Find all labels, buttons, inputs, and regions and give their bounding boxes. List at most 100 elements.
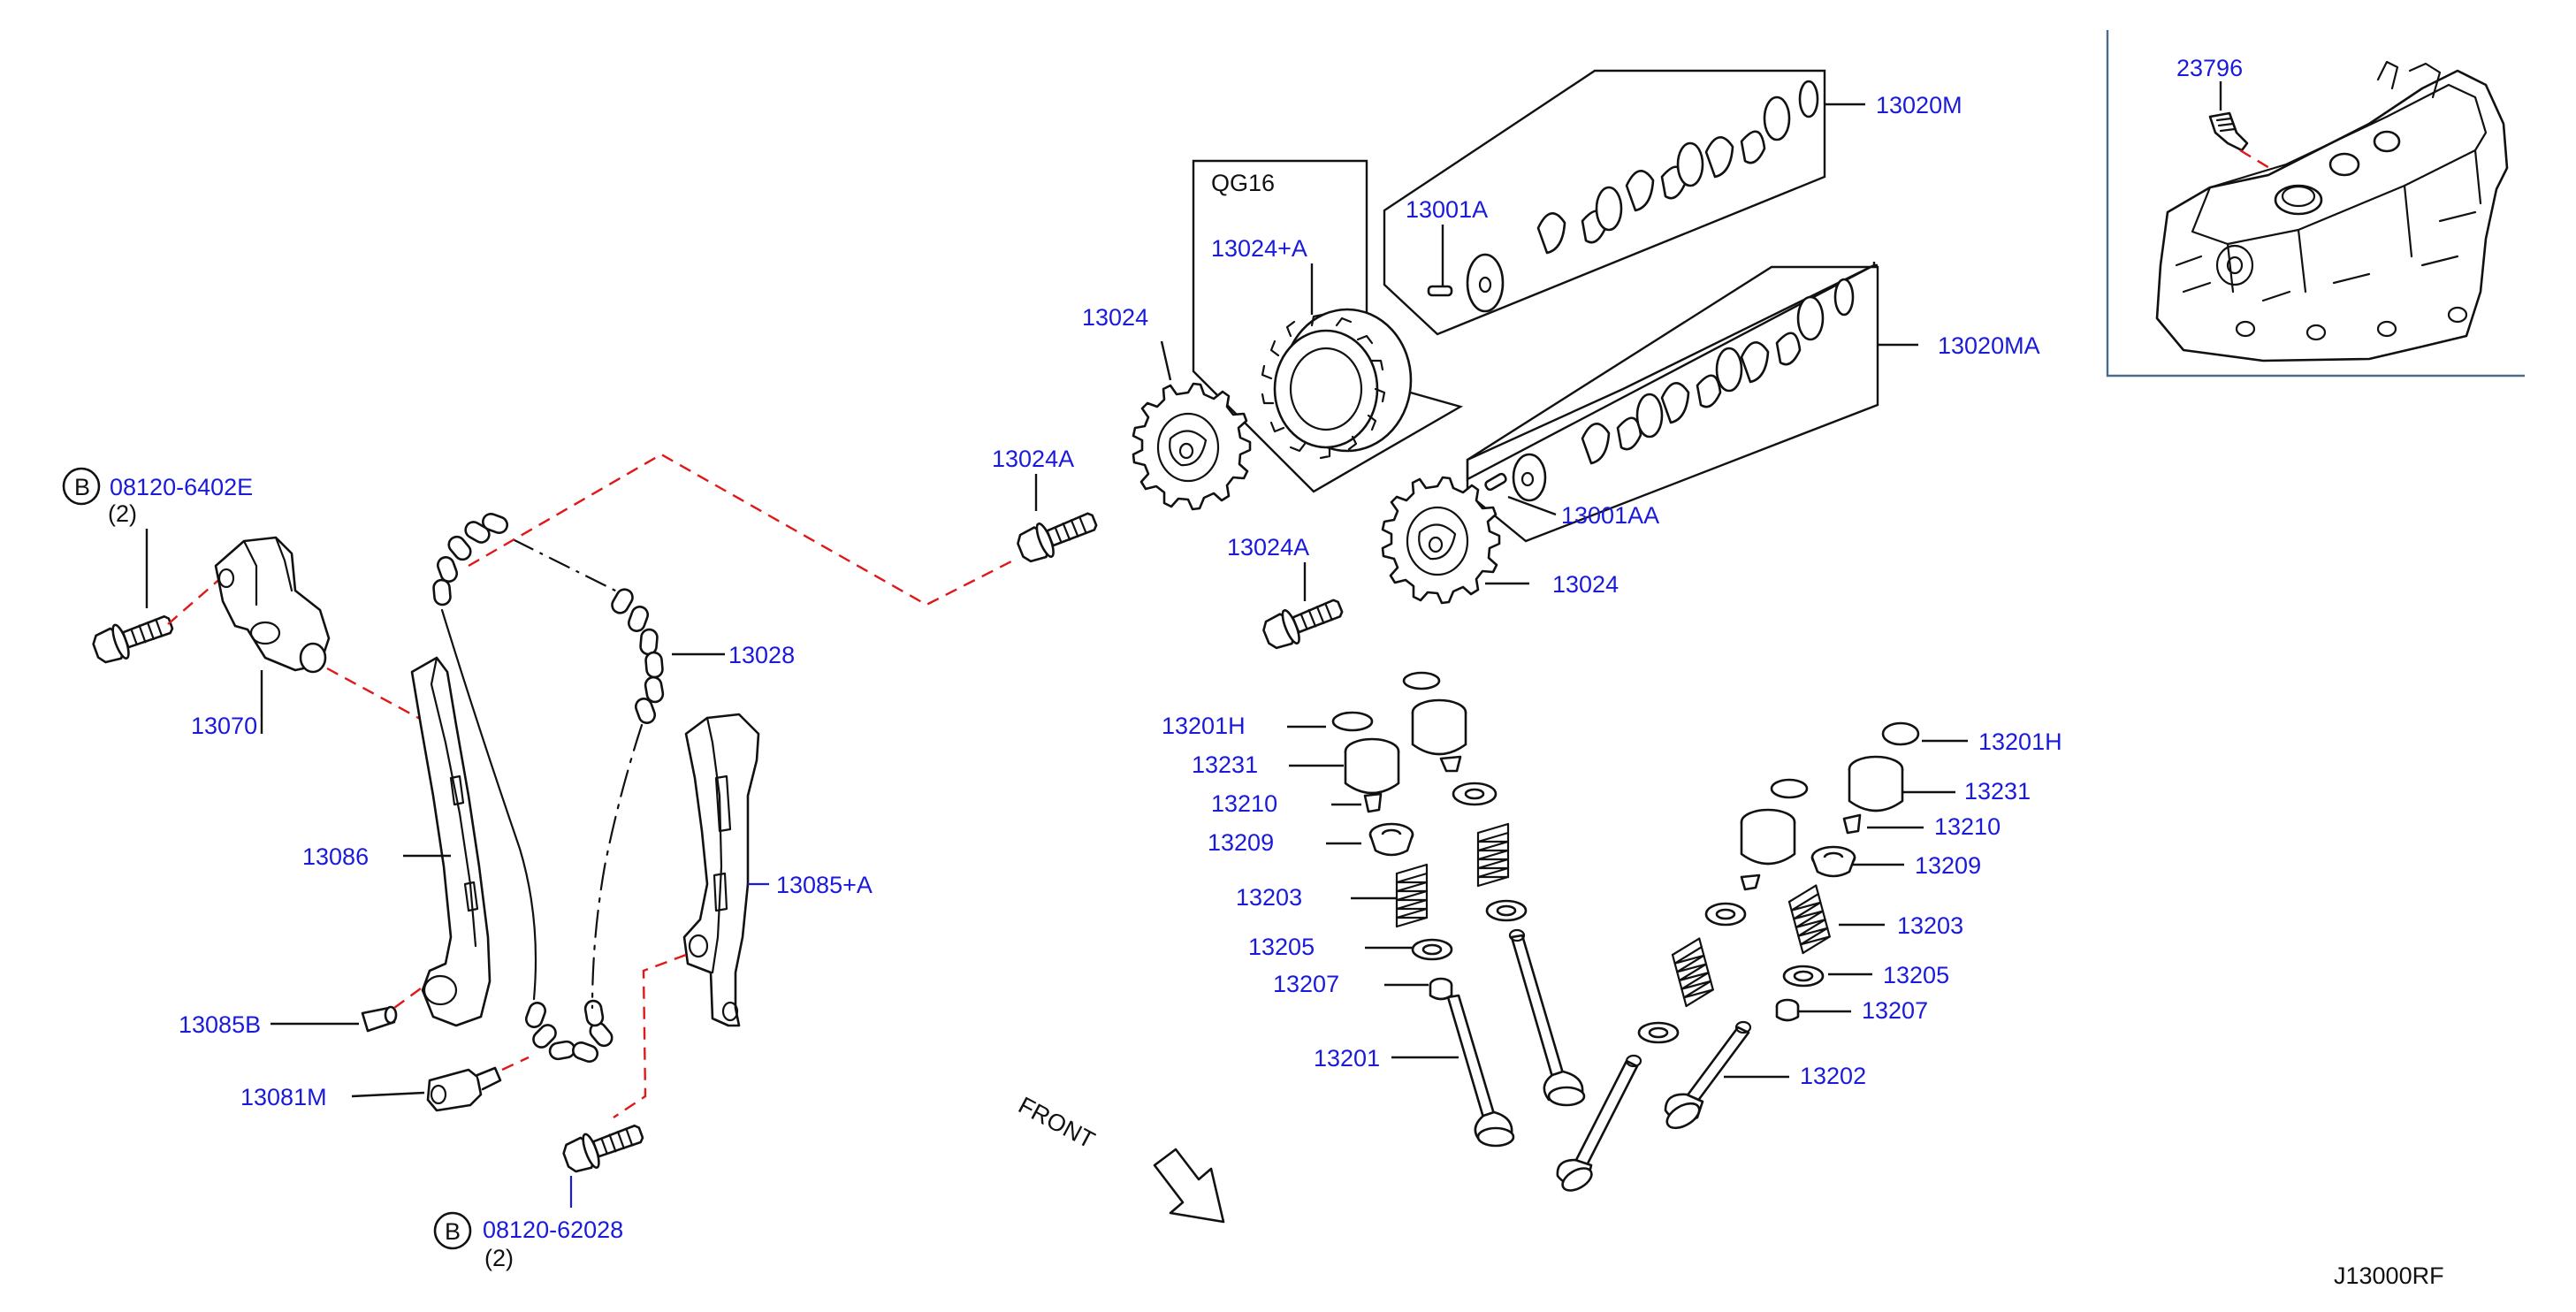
- bolt-08120-62028[interactable]: [559, 1115, 649, 1179]
- bolt-08120-62028-group: B 08120-62028 (2): [433, 1115, 649, 1271]
- label-13081M[interactable]: 13081M: [240, 1084, 327, 1110]
- qty-top: (2): [108, 500, 137, 527]
- diagram-code: J13000RF: [2334, 1262, 2444, 1289]
- label-08120-62028[interactable]: 08120-62028: [483, 1217, 623, 1243]
- label-13202[interactable]: 13202: [1800, 1063, 1866, 1089]
- seal-13207-right[interactable]: [1775, 998, 1800, 1022]
- timing-chain-13028[interactable]: [431, 510, 666, 1065]
- chain-tensioner-13070[interactable]: [214, 536, 331, 674]
- cylinder-head-assembly: [2155, 60, 2509, 362]
- tension-guide-13086[interactable]: [410, 656, 492, 1027]
- lifter-13231-right[interactable]: [1848, 755, 1904, 812]
- bolt-13024A-top-group: 13024A: [992, 446, 1102, 568]
- camshaft-13020MA[interactable]: [1512, 278, 1855, 502]
- label-13024A-top[interactable]: 13024A: [992, 446, 1074, 472]
- bolt-13024A-bottom[interactable]: [1258, 589, 1348, 655]
- label-13001A[interactable]: 13001A: [1406, 196, 1488, 223]
- spring-13203-left[interactable]: [1395, 863, 1429, 928]
- retainer-center[interactable]: [1452, 782, 1498, 806]
- label-13210-right[interactable]: 13210: [1934, 813, 2001, 840]
- front-label: FRONT: [1014, 1092, 1099, 1154]
- retainer-13209-right[interactable]: [1810, 845, 1856, 878]
- shim-13201H-left[interactable]: [1331, 711, 1374, 732]
- label-13207-left[interactable]: 13207: [1273, 971, 1339, 997]
- chain-tensioner-13081M-group: 13081M: [240, 1056, 530, 1112]
- bolt-13024A-bottom-group: 13024A: [1227, 534, 1348, 655]
- label-13024-top[interactable]: 13024: [1082, 304, 1148, 331]
- exhaust-valve-rear[interactable]: [1556, 1054, 1642, 1195]
- collet-13210-left[interactable]: [1363, 792, 1383, 813]
- shim-center[interactable]: [1402, 671, 1441, 690]
- spring-13203-right[interactable]: [1786, 884, 1833, 955]
- label-13201[interactable]: 13201: [1314, 1045, 1380, 1072]
- label-13001AA[interactable]: 13001AA: [1561, 502, 1659, 529]
- sprocket-13024-right[interactable]: [1381, 476, 1501, 605]
- label-13209-right[interactable]: 13209: [1915, 852, 1981, 879]
- bolt-08120-6402E[interactable]: [88, 606, 179, 669]
- tensioner-13070-group: 13070: [191, 536, 432, 739]
- retainer-13209-left[interactable]: [1368, 822, 1414, 857]
- shim-13201H-right[interactable]: [1881, 721, 1920, 746]
- camshaft-13020M-group: 13020M 13001A: [1383, 69, 1962, 336]
- label-13085B[interactable]: 13085B: [179, 1011, 261, 1038]
- label-13210-left[interactable]: 13210: [1211, 790, 1277, 817]
- seal-13207-left[interactable]: [1429, 977, 1453, 1001]
- lifter-13231-left[interactable]: [1344, 737, 1400, 795]
- dowel-pin-13001AA[interactable]: [1484, 472, 1507, 492]
- label-13201H-right[interactable]: 13201H: [1978, 728, 2062, 755]
- collet-13210-right[interactable]: [1842, 813, 1862, 835]
- valve-center[interactable]: [1508, 928, 1586, 1107]
- label-13205-left[interactable]: 13205: [1248, 934, 1315, 960]
- bolt-badge-top-letter: B: [74, 474, 90, 500]
- label-13024-bottom[interactable]: 13024: [1552, 571, 1619, 598]
- label-13209-left[interactable]: 13209: [1208, 829, 1274, 856]
- variant-qg16: QG16: [1211, 170, 1275, 196]
- vtc-sprocket-13024-plus-A[interactable]: [1261, 308, 1413, 460]
- label-13024A-bottom[interactable]: 13024A: [1227, 534, 1309, 561]
- slack-guide-13085-plus-A[interactable]: [682, 713, 760, 1027]
- front-indicator: FRONT: [1014, 1092, 1225, 1224]
- spring-rear[interactable]: [1669, 937, 1717, 1008]
- lifter-rear[interactable]: [1740, 808, 1796, 866]
- label-13020M[interactable]: 13020M: [1876, 92, 1962, 118]
- chain-guide-13085-plus-A-group: 13085+A: [613, 713, 873, 1118]
- tensioner-plunger-13081M[interactable]: [426, 1066, 502, 1112]
- dowel-pin-13001A[interactable]: [1427, 285, 1453, 297]
- seat-center[interactable]: [1485, 899, 1528, 922]
- label-13070[interactable]: 13070: [191, 713, 257, 739]
- label-13086[interactable]: 13086: [302, 843, 369, 870]
- valvetrain-left: 13201H 13231 13210 13209 13203 13205 132…: [1162, 711, 1515, 1148]
- pivot-pin-13085B[interactable]: [361, 1005, 398, 1033]
- sprocket-13024-left[interactable]: [1132, 382, 1252, 511]
- spring-center[interactable]: [1476, 822, 1510, 888]
- label-13205-right[interactable]: 13205: [1883, 962, 1949, 988]
- collet-center[interactable]: [1439, 755, 1462, 773]
- label-13207-right[interactable]: 13207: [1862, 997, 1928, 1024]
- label-13020MA[interactable]: 13020MA: [1938, 332, 2040, 359]
- label-13203-left[interactable]: 13203: [1236, 884, 1302, 911]
- label-08120-6402E[interactable]: 08120-6402E: [110, 474, 253, 500]
- label-13028[interactable]: 13028: [728, 642, 795, 668]
- lifter-center[interactable]: [1411, 698, 1467, 756]
- chain-guide-13086-group: 13086: [302, 656, 492, 1027]
- bolt-13024A-top[interactable]: [1012, 502, 1102, 568]
- label-13231-right[interactable]: 13231: [1964, 778, 2031, 805]
- label-13024-plus-A[interactable]: 13024+A: [1211, 235, 1307, 262]
- seat-13205-left[interactable]: [1411, 938, 1453, 961]
- label-13201H-left[interactable]: 13201H: [1162, 713, 1246, 739]
- intake-valve-13201[interactable]: [1446, 994, 1515, 1148]
- exhaust-valve-13202[interactable]: [1663, 1020, 1752, 1133]
- bolt-badge-bottom: [433, 1211, 472, 1250]
- engine-inset: 23796: [2106, 30, 2525, 378]
- bolt-badge-bottom-letter: B: [445, 1218, 461, 1245]
- label-13085-plus-A[interactable]: 13085+A: [776, 872, 873, 898]
- sensor-23796[interactable]: [2208, 111, 2249, 152]
- label-23796[interactable]: 23796: [2176, 55, 2243, 81]
- camshaft-13020M[interactable]: [1466, 80, 1819, 313]
- seat-13205-right[interactable]: [1782, 965, 1825, 988]
- label-13203-right[interactable]: 13203: [1897, 912, 1963, 939]
- qg16-frame: [1192, 159, 1464, 493]
- valvetrain-right-exhaust: 13201H 13231 13210 13209 13203 13205 132…: [1556, 721, 2062, 1195]
- label-13231-left[interactable]: 13231: [1192, 751, 1258, 778]
- inset-frame: [2106, 30, 2525, 378]
